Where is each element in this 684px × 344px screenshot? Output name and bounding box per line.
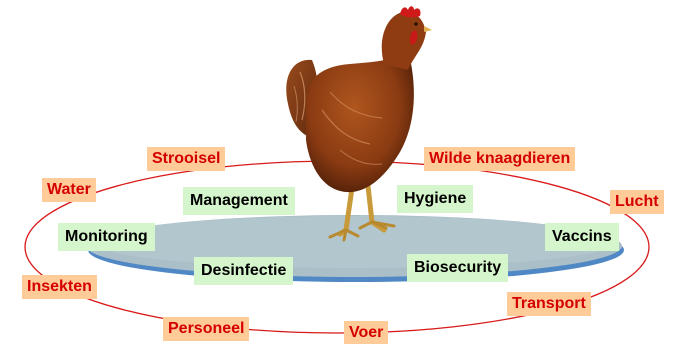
label-management: Management: [183, 187, 295, 215]
label-insekten: Insekten: [22, 275, 97, 299]
label-biosecurity: Biosecurity: [407, 254, 508, 282]
label-personeel: Personeel: [163, 317, 249, 341]
platform: [86, 215, 624, 282]
label-voer: Voer: [344, 321, 388, 344]
label-monitoring: Monitoring: [58, 223, 155, 251]
label-transport: Transport: [507, 292, 591, 316]
label-desinfectie: Desinfectie: [194, 257, 293, 285]
label-lucht: Lucht: [610, 190, 664, 214]
label-hygiene: Hygiene: [397, 185, 473, 213]
label-vaccins: Vaccins: [545, 223, 619, 251]
label-strooisel: Strooisel: [147, 147, 225, 171]
label-wilde-knaagdieren: Wilde knaagdieren: [424, 147, 575, 171]
label-water: Water: [42, 178, 96, 202]
